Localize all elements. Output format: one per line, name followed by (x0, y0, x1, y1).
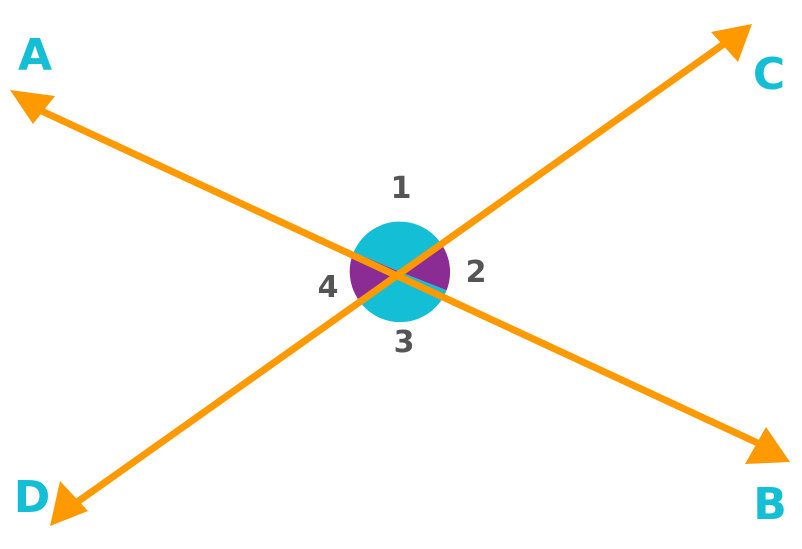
endpoint-label-D: D (14, 472, 51, 523)
endpoint-label-C: C (753, 49, 785, 100)
angle-label-2: 2 (466, 255, 487, 290)
endpoint-labels: A C D B (14, 30, 787, 530)
angle-4-sector (349, 252, 400, 299)
angle-labels: 1 2 3 4 (318, 171, 487, 360)
angle-label-3: 3 (394, 325, 415, 360)
angle-2-sector (400, 246, 451, 291)
arrowhead-C (711, 24, 752, 62)
angle-sectors (349, 221, 451, 323)
endpoint-label-B: B (753, 479, 787, 530)
line-CD (69, 37, 732, 509)
lines (29, 37, 766, 509)
angle-label-4: 4 (318, 270, 339, 305)
endpoint-label-A: A (18, 30, 52, 81)
arrowhead-B (745, 427, 790, 464)
arrowhead-A (10, 90, 55, 124)
arrowhead-D (50, 481, 88, 526)
arrowheads (10, 24, 790, 526)
angle-3-sector (357, 272, 447, 323)
angle-label-1: 1 (391, 171, 412, 206)
